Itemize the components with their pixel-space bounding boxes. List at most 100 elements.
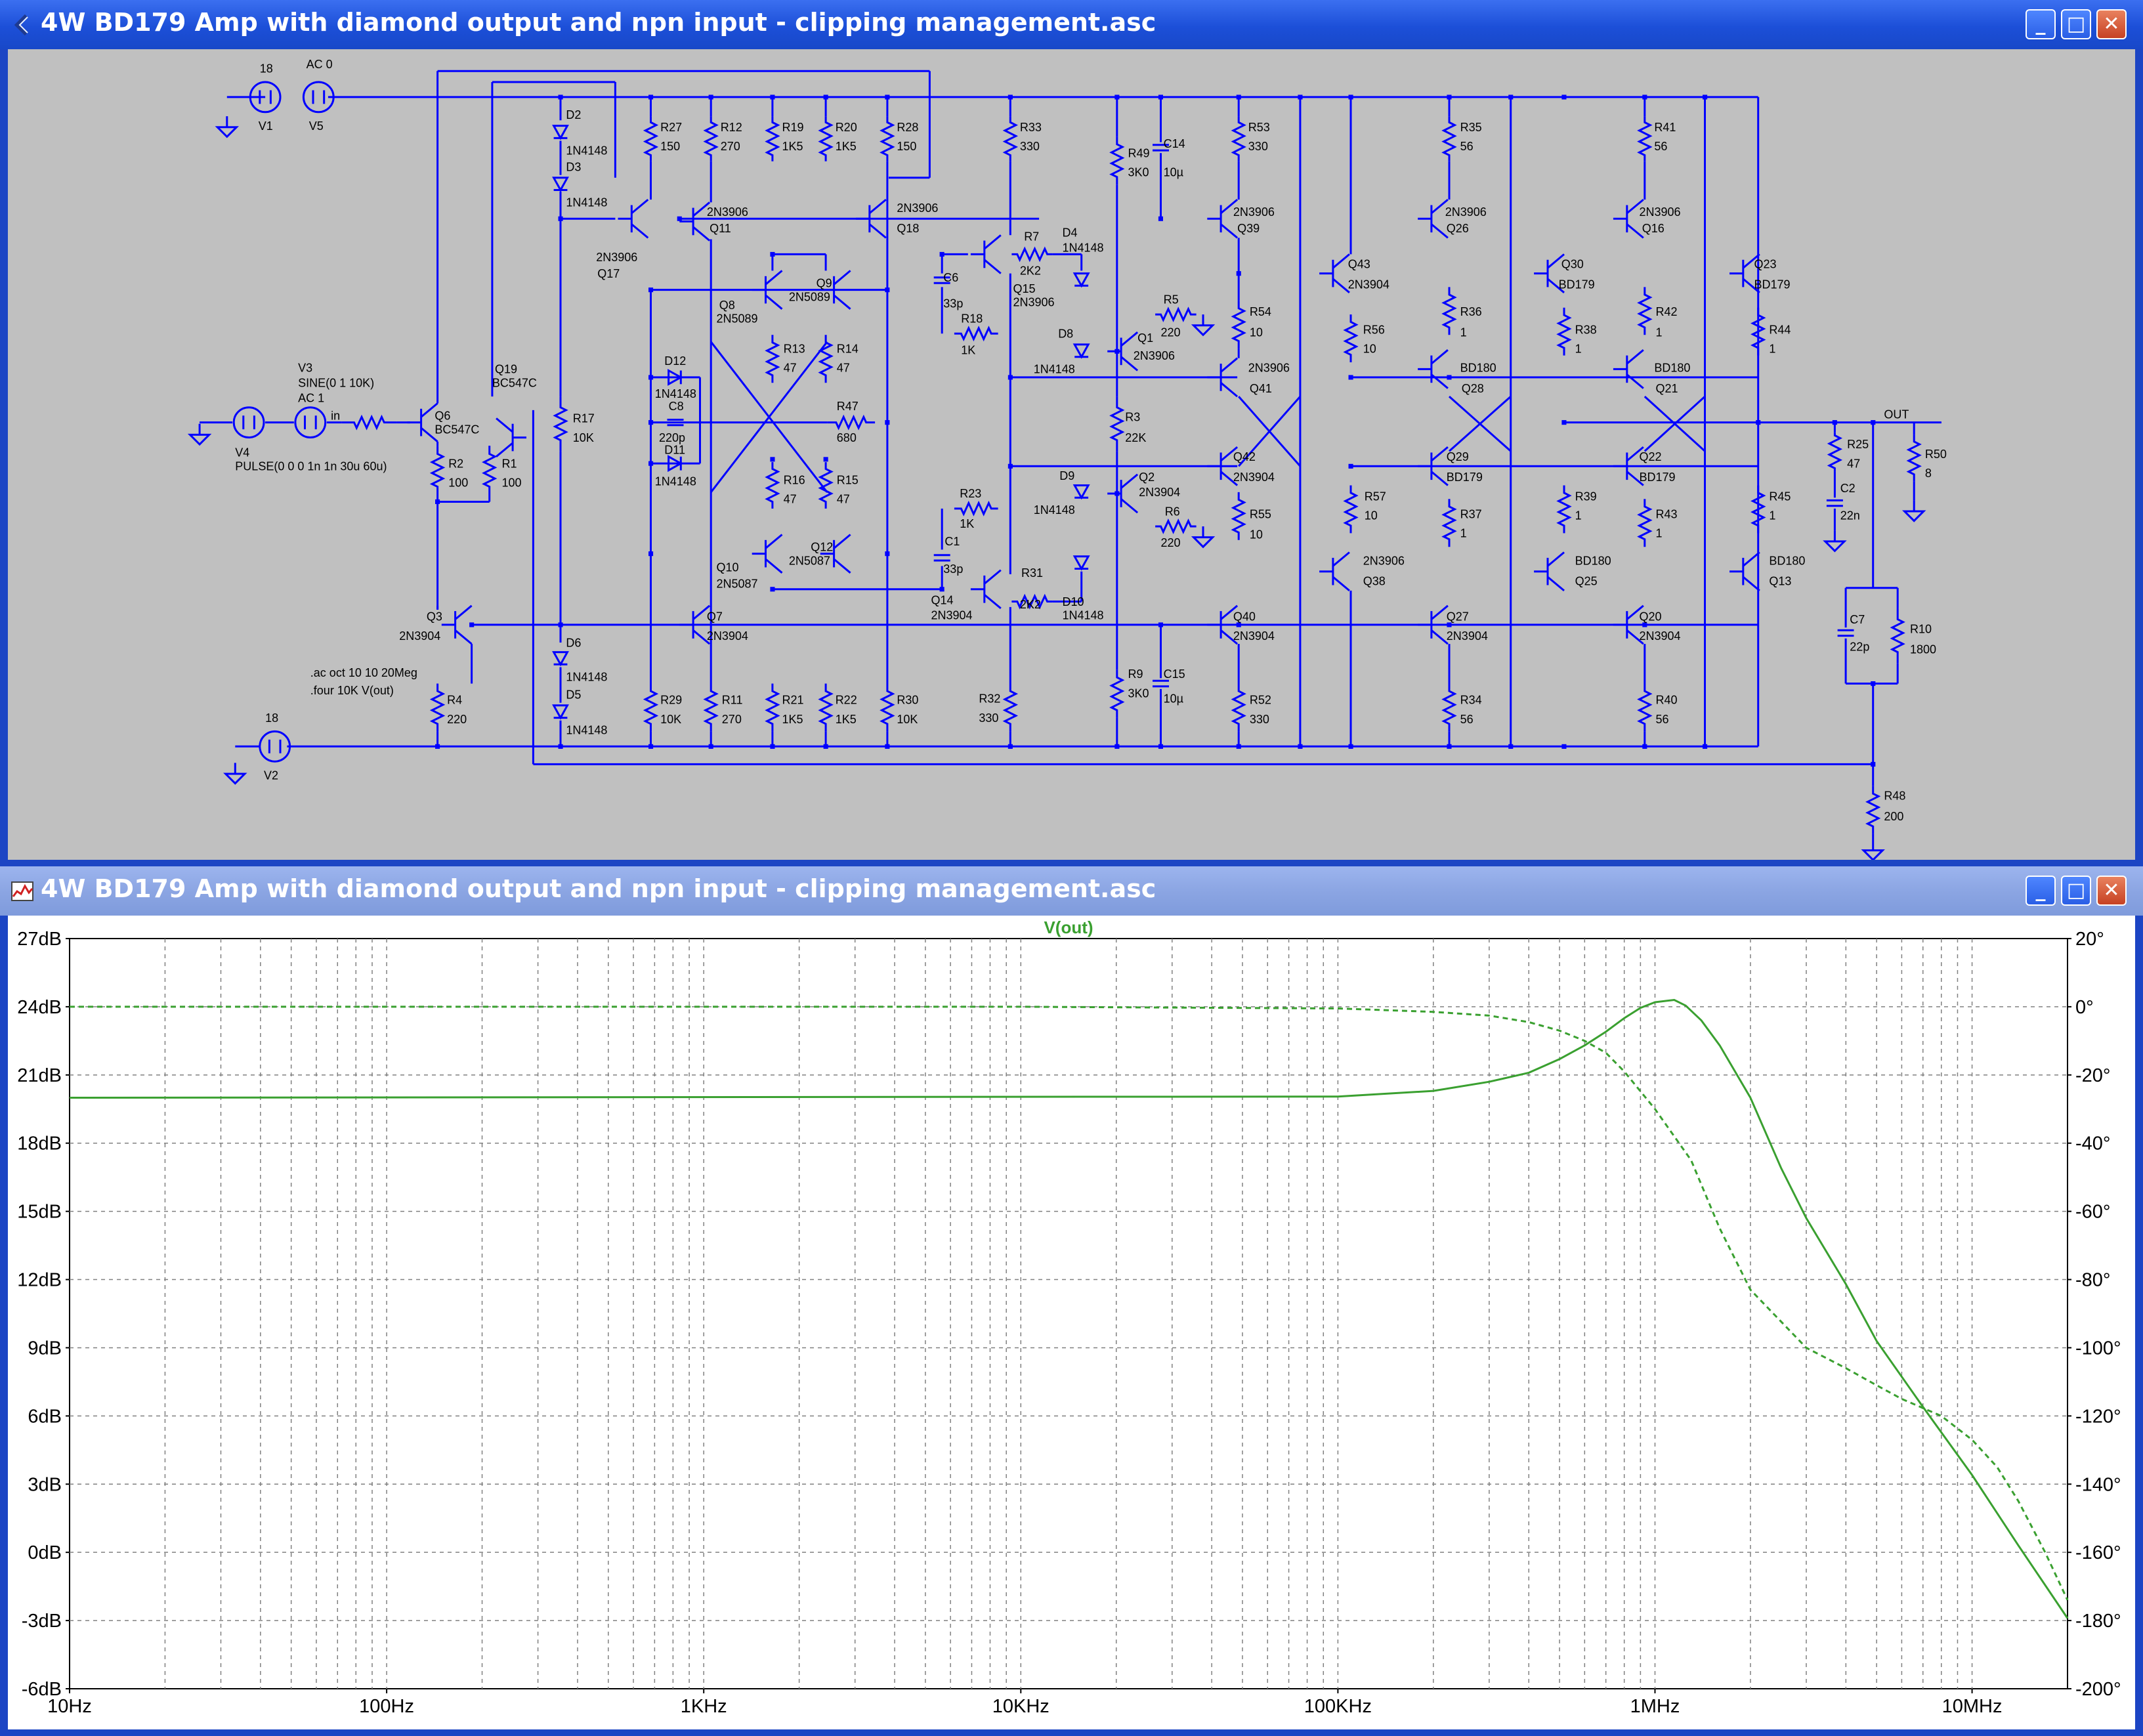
v5-source[interactable]: [302, 81, 335, 114]
q8-transistor[interactable]: [752, 270, 783, 310]
q11-transistor[interactable]: [679, 201, 711, 242]
q2-transistor[interactable]: [1107, 473, 1139, 514]
v4-source[interactable]: [232, 406, 265, 438]
r18-resistor[interactable]: [954, 326, 998, 342]
d12-diode[interactable]: [668, 368, 683, 386]
r1-resistor[interactable]: [482, 446, 498, 495]
r32-resistor[interactable]: [1002, 683, 1019, 732]
v3-source[interactable]: [294, 406, 327, 438]
r52-resistor[interactable]: [1231, 683, 1246, 732]
r31-resistor[interactable]: [1011, 593, 1053, 610]
r30-resistor[interactable]: [880, 683, 895, 732]
plot-title-bar[interactable]: 4W BD179 Amp with diamond output and npn…: [0, 866, 2143, 916]
r34-resistor[interactable]: [1441, 683, 1457, 732]
plot-minimize-button[interactable]: _: [2026, 876, 2056, 906]
d2-diode[interactable]: [552, 125, 569, 140]
r17-resistor[interactable]: [553, 396, 568, 452]
q23-transistor[interactable]: [1729, 253, 1760, 293]
d6-diode[interactable]: [552, 651, 569, 667]
r44-resistor[interactable]: [1750, 307, 1766, 356]
r39-resistor[interactable]: [1556, 485, 1572, 534]
r55-resistor[interactable]: [1231, 492, 1246, 540]
r40-resistor[interactable]: [1637, 683, 1653, 732]
c15-capacitor[interactable]: [1153, 679, 1169, 688]
phase-trace[interactable]: [70, 1006, 2069, 1601]
r12-resistor[interactable]: [703, 116, 719, 161]
d5-diode[interactable]: [552, 704, 569, 720]
r22-resistor[interactable]: [818, 683, 834, 732]
d11-diode[interactable]: [668, 455, 683, 473]
d3-diode[interactable]: [552, 177, 569, 192]
q6-transistor[interactable]: [407, 402, 438, 442]
q26-transistor[interactable]: [1418, 198, 1449, 239]
q20-transistor[interactable]: [1613, 604, 1644, 645]
r7-resistor[interactable]: [1011, 246, 1053, 263]
r20-resistor[interactable]: [818, 116, 834, 161]
schematic-minimize-button[interactable]: _: [2026, 9, 2056, 39]
r6-resistor[interactable]: [1155, 518, 1197, 534]
q43-transistor[interactable]: [1319, 253, 1350, 293]
q38-transistor[interactable]: [1319, 551, 1350, 592]
r48-resistor[interactable]: [1865, 786, 1881, 834]
d8-diode[interactable]: [1072, 343, 1090, 359]
r29-resistor[interactable]: [643, 683, 659, 732]
r38-resistor[interactable]: [1556, 307, 1572, 356]
r49-resistor[interactable]: [1109, 137, 1125, 185]
q40-transistor[interactable]: [1207, 604, 1239, 645]
r11-resistor[interactable]: [703, 683, 719, 732]
r42-resistor[interactable]: [1637, 287, 1653, 335]
q28-transistor[interactable]: [1418, 349, 1449, 389]
q7-transistor[interactable]: [679, 604, 711, 645]
r43-resistor[interactable]: [1637, 499, 1653, 547]
r14-resistor[interactable]: [818, 335, 834, 383]
q18-transistor[interactable]: [856, 198, 887, 239]
r5-resistor[interactable]: [1155, 307, 1197, 323]
r36-resistor[interactable]: [1441, 287, 1457, 335]
r57-resistor[interactable]: [1343, 485, 1359, 534]
trace-title-vout[interactable]: V(out): [1044, 918, 1093, 937]
r8-resistor[interactable]: [341, 414, 397, 431]
c7-capacitor[interactable]: [1837, 629, 1854, 637]
bode-plot-svg[interactable]: 27dB24dB21dB18dB15dB12dB9dB6dB3dB0dB-3dB…: [8, 916, 2135, 1729]
d9-diode[interactable]: [1072, 484, 1090, 500]
schematic-close-button[interactable]: ✕: [2096, 9, 2127, 39]
r54-resistor[interactable]: [1231, 301, 1246, 349]
c14-capacitor[interactable]: [1153, 144, 1169, 152]
q22-transistor[interactable]: [1613, 446, 1644, 486]
r15-resistor[interactable]: [818, 462, 834, 509]
r37-resistor[interactable]: [1441, 499, 1457, 547]
r2-resistor[interactable]: [429, 446, 446, 495]
r23-resistor[interactable]: [954, 500, 998, 517]
magnitude-trace[interactable]: [69, 998, 2069, 1619]
v2-source[interactable]: [259, 730, 291, 763]
q21-transistor[interactable]: [1613, 349, 1644, 389]
r53-resistor[interactable]: [1231, 116, 1246, 161]
schematic-title-bar[interactable]: 4W BD179 Amp with diamond output and npn…: [0, 0, 2143, 49]
c2-capacitor[interactable]: [1826, 499, 1843, 507]
r56-resistor[interactable]: [1343, 314, 1359, 362]
q15-transistor[interactable]: [970, 234, 1002, 274]
r28-resistor[interactable]: [880, 116, 895, 161]
r19-resistor[interactable]: [765, 116, 780, 161]
r47-resistor[interactable]: [827, 414, 876, 431]
plot-maximize-button[interactable]: □: [2061, 876, 2091, 906]
q41-transistor[interactable]: [1207, 357, 1239, 398]
r33-resistor[interactable]: [1002, 116, 1019, 161]
r21-resistor[interactable]: [765, 683, 780, 732]
q12-transistor[interactable]: [820, 534, 851, 574]
r35-resistor[interactable]: [1441, 116, 1457, 161]
q30-transistor[interactable]: [1534, 253, 1565, 293]
r13-resistor[interactable]: [765, 335, 780, 383]
q13-transistor[interactable]: [1729, 551, 1760, 592]
c8-capacitor[interactable]: [667, 419, 684, 427]
r3-resistor[interactable]: [1109, 396, 1125, 452]
r16-resistor[interactable]: [765, 462, 780, 509]
r4-resistor[interactable]: [429, 683, 446, 732]
v1-source[interactable]: [249, 81, 282, 114]
d4-diode[interactable]: [1072, 272, 1090, 288]
c1-capacitor[interactable]: [933, 554, 950, 562]
r9-resistor[interactable]: [1109, 669, 1125, 718]
